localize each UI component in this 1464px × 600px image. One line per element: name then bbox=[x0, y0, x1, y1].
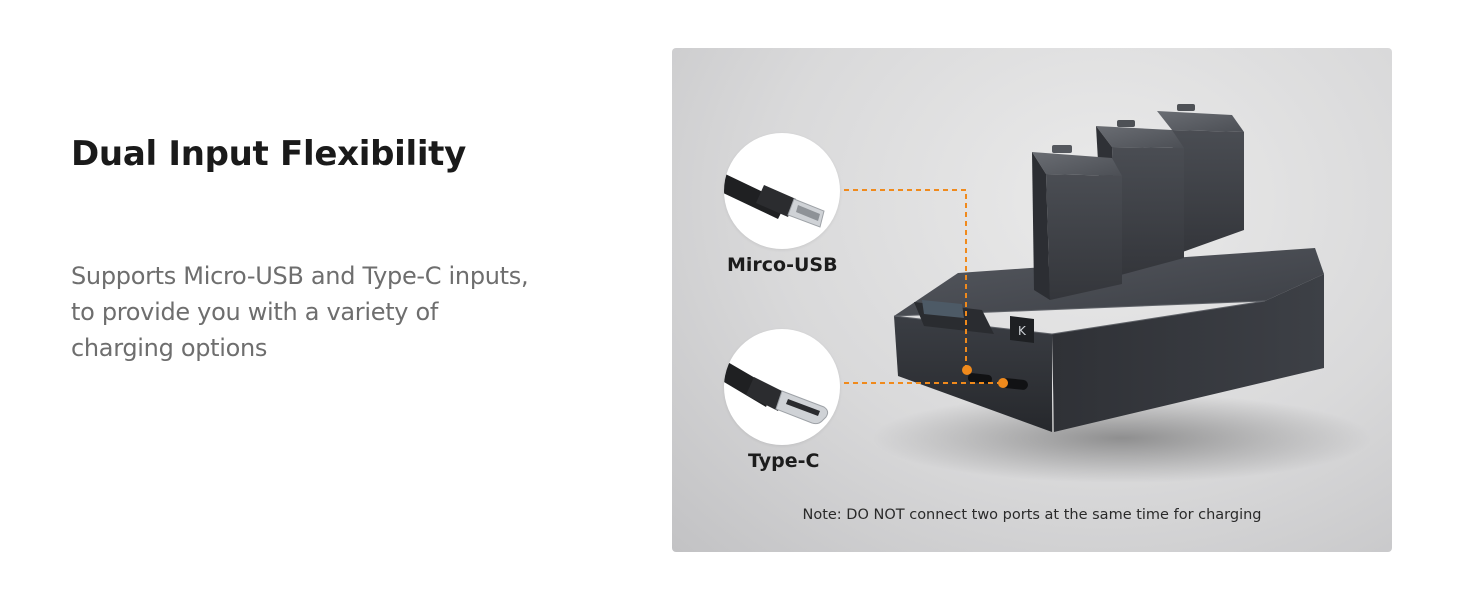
page-heading: Dual Input Flexibility bbox=[71, 134, 466, 174]
battery-front bbox=[1032, 145, 1122, 300]
ground-shadow bbox=[872, 393, 1372, 483]
type-c-port-marker bbox=[998, 378, 1008, 388]
feature-description: Supports Micro-USB and Type-C inputs, to… bbox=[71, 258, 591, 366]
usb-c-cable-icon bbox=[724, 329, 840, 445]
battery-rear bbox=[1157, 104, 1244, 254]
charging-note: Note: DO NOT connect two ports at the sa… bbox=[802, 507, 1262, 523]
micro-usb-label: Mirco-USB bbox=[727, 254, 838, 276]
charger-ports bbox=[967, 373, 1028, 390]
description-line-1: Supports Micro-USB and Type-C inputs, bbox=[71, 262, 529, 290]
connector-lines bbox=[844, 189, 1008, 388]
charger-illustration: K bbox=[844, 104, 1372, 483]
micro-usb-cable-icon bbox=[724, 133, 840, 249]
svg-text:K: K bbox=[1018, 324, 1027, 338]
product-image-panel: K bbox=[672, 48, 1392, 552]
description-line-2: to provide you with a variety of bbox=[71, 298, 439, 326]
micro-usb-port-marker bbox=[962, 365, 972, 375]
description-line-3: charging options bbox=[71, 334, 268, 362]
charger-label-plate: K bbox=[914, 300, 1034, 343]
type-c-label: Type-C bbox=[748, 450, 820, 472]
